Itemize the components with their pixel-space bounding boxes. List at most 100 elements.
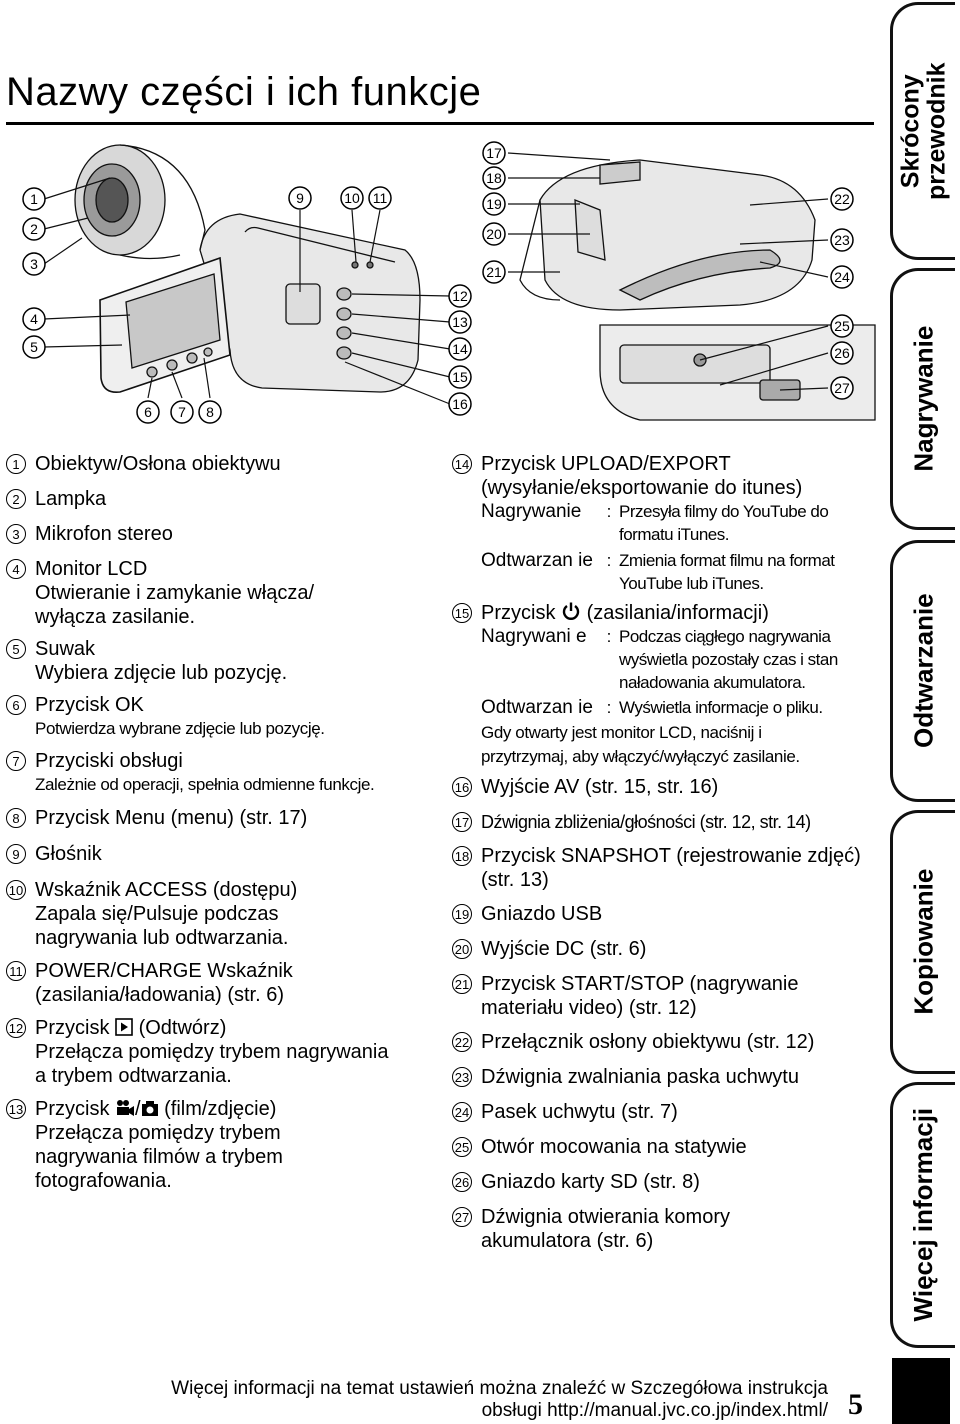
item-number-badge: 3 xyxy=(6,524,26,544)
page-number: 5 xyxy=(848,1388,863,1421)
list-item: 27 Dźwignia otwierania komory akumulator… xyxy=(452,1205,872,1253)
play-icon xyxy=(115,1018,133,1036)
item-label: Lampka xyxy=(35,488,107,510)
item-number-badge: 14 xyxy=(452,454,472,474)
list-item: 20 Wyjście DC (str. 6) xyxy=(452,937,872,961)
callout-circle xyxy=(448,337,472,361)
list-item: 25 Otwór mocowania na statywie xyxy=(452,1135,872,1159)
item-number-badge: 17 xyxy=(452,812,472,832)
list-item: 1 Obiektyw/Osłona obiektywu xyxy=(6,452,428,476)
item-number-badge: 16 xyxy=(452,777,472,797)
callout-number: 21 xyxy=(486,264,502,280)
list-item: 7 Przyciski obsługi Zależnie od operacji… xyxy=(6,749,428,797)
callout-circle xyxy=(482,260,506,284)
list-item: 11 POWER/CHARGE Wskaźnik (zasilania/łado… xyxy=(6,959,428,1007)
mode-row: Nagrywanie : Przesyła filmy do YouTube d… xyxy=(481,500,872,546)
callout-number: 13 xyxy=(452,314,468,330)
callout-number: 10 xyxy=(344,190,360,206)
callout-circle xyxy=(22,217,46,241)
item-label: Przycisk Menu (menu) (str. 17) xyxy=(35,807,308,829)
callout-number: 11 xyxy=(373,190,388,206)
list-item: 19 Gniazdo USB xyxy=(452,902,872,926)
item-label: Przyciski obsługi xyxy=(35,750,183,772)
item-number-badge: 23 xyxy=(452,1067,472,1087)
callout-number: 2 xyxy=(30,221,38,237)
item-number-badge: 25 xyxy=(452,1137,472,1157)
list-item: 26 Gniazdo karty SD (str. 8) xyxy=(452,1170,872,1194)
callout-circle xyxy=(22,335,46,359)
tab-playback[interactable]: Odtwarzanie xyxy=(890,540,955,802)
tab-more-info[interactable]: Więcej informacji xyxy=(890,1082,955,1348)
list-item: 15 Przycisk (zasilania/informacji) Nagry… xyxy=(452,601,872,769)
photo-camera-icon xyxy=(141,1101,158,1116)
list-item: 5 Suwak Wybiera zdjęcie lub pozycję. xyxy=(6,637,428,685)
item-number-badge: 6 xyxy=(6,695,26,715)
item-label-prefix: Przycisk xyxy=(481,602,556,624)
callout-number: 15 xyxy=(452,369,468,385)
callout-number: 16 xyxy=(452,396,468,412)
callout-circle xyxy=(482,222,506,246)
item-note: Gdy otwarty jest monitor LCD, naciśnij i… xyxy=(481,723,800,766)
item-number-badge: 18 xyxy=(452,846,472,866)
list-item: 22 Przełącznik osłony obiektywu (str. 12… xyxy=(452,1030,872,1054)
item-number-badge: 27 xyxy=(452,1207,472,1227)
mode-row: Odtwarzan ie : Wyświetla informacje o pl… xyxy=(481,696,872,719)
list-item: 16 Wyjście AV (str. 15, str. 16) xyxy=(452,775,872,799)
callout-number: 12 xyxy=(452,288,468,304)
item-number-badge: 4 xyxy=(6,559,26,579)
callout-circle xyxy=(830,314,854,338)
item-label: Przycisk OK xyxy=(35,694,144,716)
item-number-badge: 21 xyxy=(452,974,472,994)
item-number-badge: 7 xyxy=(6,751,26,771)
callout-circle xyxy=(448,392,472,416)
item-label: Przycisk START/STOP (nagrywanie materiał… xyxy=(481,973,799,1019)
item-description: Zależnie od operacji, spełnia odmienne f… xyxy=(35,775,375,794)
callout-number: 3 xyxy=(30,256,38,272)
callout-number: 8 xyxy=(206,404,214,420)
tab-quick-guide[interactable]: Skrócony przewodnik xyxy=(890,2,955,260)
callout-number: 6 xyxy=(144,404,152,420)
item-number-badge: 24 xyxy=(452,1102,472,1122)
item-description: Otwieranie i zamykanie włącza/ wyłącza z… xyxy=(35,582,314,628)
list-item: 18 Przycisk SNAPSHOT (rejestrowanie zdję… xyxy=(452,844,872,892)
mode-name: Odtwarzan ie xyxy=(481,697,593,718)
callout-circle xyxy=(170,400,194,424)
list-item: 4 Monitor LCD Otwieranie i zamykanie włą… xyxy=(6,557,428,629)
tab-index-marker xyxy=(892,1358,950,1424)
list-item: 17 Dźwignia zbliżenia/głośności (str. 12… xyxy=(452,810,872,834)
callout-number: 1 xyxy=(30,191,38,207)
mode-row: Nagrywani e : Podczas ciągłego nagrywani… xyxy=(481,625,872,694)
callout-number: 5 xyxy=(30,339,38,355)
callout-circle xyxy=(448,310,472,334)
callout-number: 20 xyxy=(486,226,502,242)
item-label: Dźwignia zwalniania paska uchwytu xyxy=(481,1066,799,1088)
item-description: Przełącza pomiędzy trybem nagrywania a t… xyxy=(35,1041,389,1087)
tab-recording[interactable]: Nagrywanie xyxy=(890,268,955,530)
tab-copying[interactable]: Kopiowanie xyxy=(890,810,955,1074)
item-label: Monitor LCD xyxy=(35,558,148,580)
callout-circle xyxy=(830,265,854,289)
callout-circle xyxy=(198,400,222,424)
item-label: Wyjście DC (str. 6) xyxy=(481,938,647,960)
list-item: 21 Przycisk START/STOP (nagrywanie mater… xyxy=(452,972,872,1020)
item-label-prefix: Przycisk xyxy=(35,1017,110,1039)
callout-number: 19 xyxy=(486,196,502,212)
item-number-badge: 20 xyxy=(452,939,472,959)
list-item: 14 Przycisk UPLOAD/EXPORT (wysyłanie/eks… xyxy=(452,452,872,595)
item-label: Otwór mocowania na statywie xyxy=(481,1136,747,1158)
callout-number: 25 xyxy=(834,318,850,334)
item-label: Przełącznik osłony obiektywu (str. 12) xyxy=(481,1031,815,1053)
callout-circle xyxy=(482,192,506,216)
item-label: Obiektyw/Osłona obiektywu xyxy=(35,453,281,475)
item-label: Dźwignia otwierania komory akumulatora (… xyxy=(481,1206,730,1252)
mode-description: Podczas ciągłego nagrywania wyświetla po… xyxy=(619,627,838,692)
item-label: Gniazdo karty SD (str. 8) xyxy=(481,1171,700,1193)
list-item: 24 Pasek uchwytu (str. 7) xyxy=(452,1100,872,1124)
section-tabs: Skrócony przewodnik Nagrywanie Odtwarzan… xyxy=(886,0,960,1424)
parts-list-left: 1 Obiektyw/Osłona obiektywu 2 Lampka 3 M… xyxy=(6,452,428,1193)
item-label: (Odtwórz) xyxy=(138,1017,227,1039)
item-number-badge: 11 xyxy=(6,961,26,981)
item-label: Pasek uchwytu (str. 7) xyxy=(481,1101,678,1123)
manual-link[interactable]: obsługi http://manual.jvc.co.jp/index.ht… xyxy=(481,1400,828,1421)
